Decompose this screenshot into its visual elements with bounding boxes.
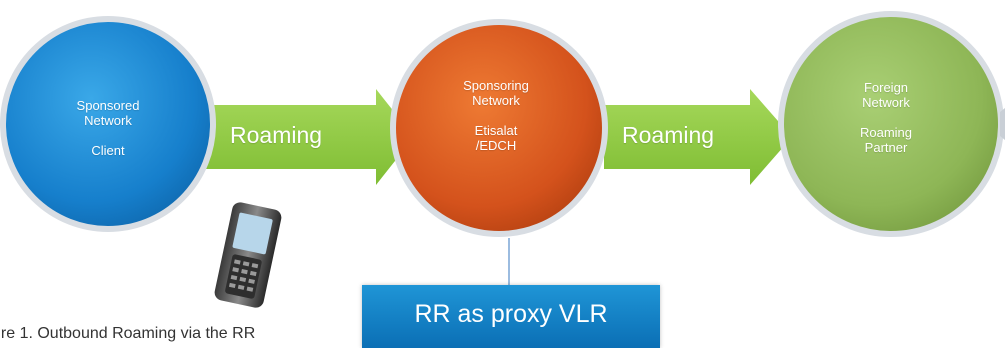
roaming-arrow-right — [604, 89, 792, 185]
figure-caption: ure 1. Outbound Roaming via the RR — [0, 325, 256, 342]
roaming-arrow-left — [206, 89, 414, 185]
sponsored-network-label: Sponsored Network Client — [58, 98, 158, 158]
proxy-vlr-label: RR as proxy VLR — [414, 300, 608, 328]
foreign-line2: Network — [862, 95, 910, 110]
proxy-vlr-box: RR as proxy VLR — [362, 285, 660, 348]
sponsoring-line3: Etisalat — [474, 123, 518, 138]
partial-shape-right-edge — [1000, 108, 1005, 140]
sponsoring-line4: /EDCH — [475, 138, 517, 153]
sponsored-line1: Sponsored — [76, 98, 140, 113]
sponsored-network-circle — [0, 16, 216, 232]
foreign-line1: Foreign — [863, 80, 909, 95]
sponsored-line2: Network — [84, 113, 132, 128]
foreign-network-label: Foreign Network Roaming Partner — [836, 80, 936, 155]
sponsoring-line1: Sponsoring — [463, 78, 529, 93]
mobile-phone-icon — [214, 202, 282, 308]
sponsored-line3: Client — [91, 143, 125, 158]
sponsoring-network-circle — [390, 19, 608, 237]
roaming-arrow-right-label: Roaming — [622, 122, 715, 148]
sponsoring-line2: Network — [472, 93, 520, 108]
foreign-line3: Roaming — [859, 125, 913, 140]
roaming-arrow-left-label: Roaming — [230, 122, 323, 148]
sponsoring-network-label: Sponsoring Network Etisalat /EDCH — [446, 78, 546, 153]
foreign-line4: Partner — [864, 140, 908, 155]
